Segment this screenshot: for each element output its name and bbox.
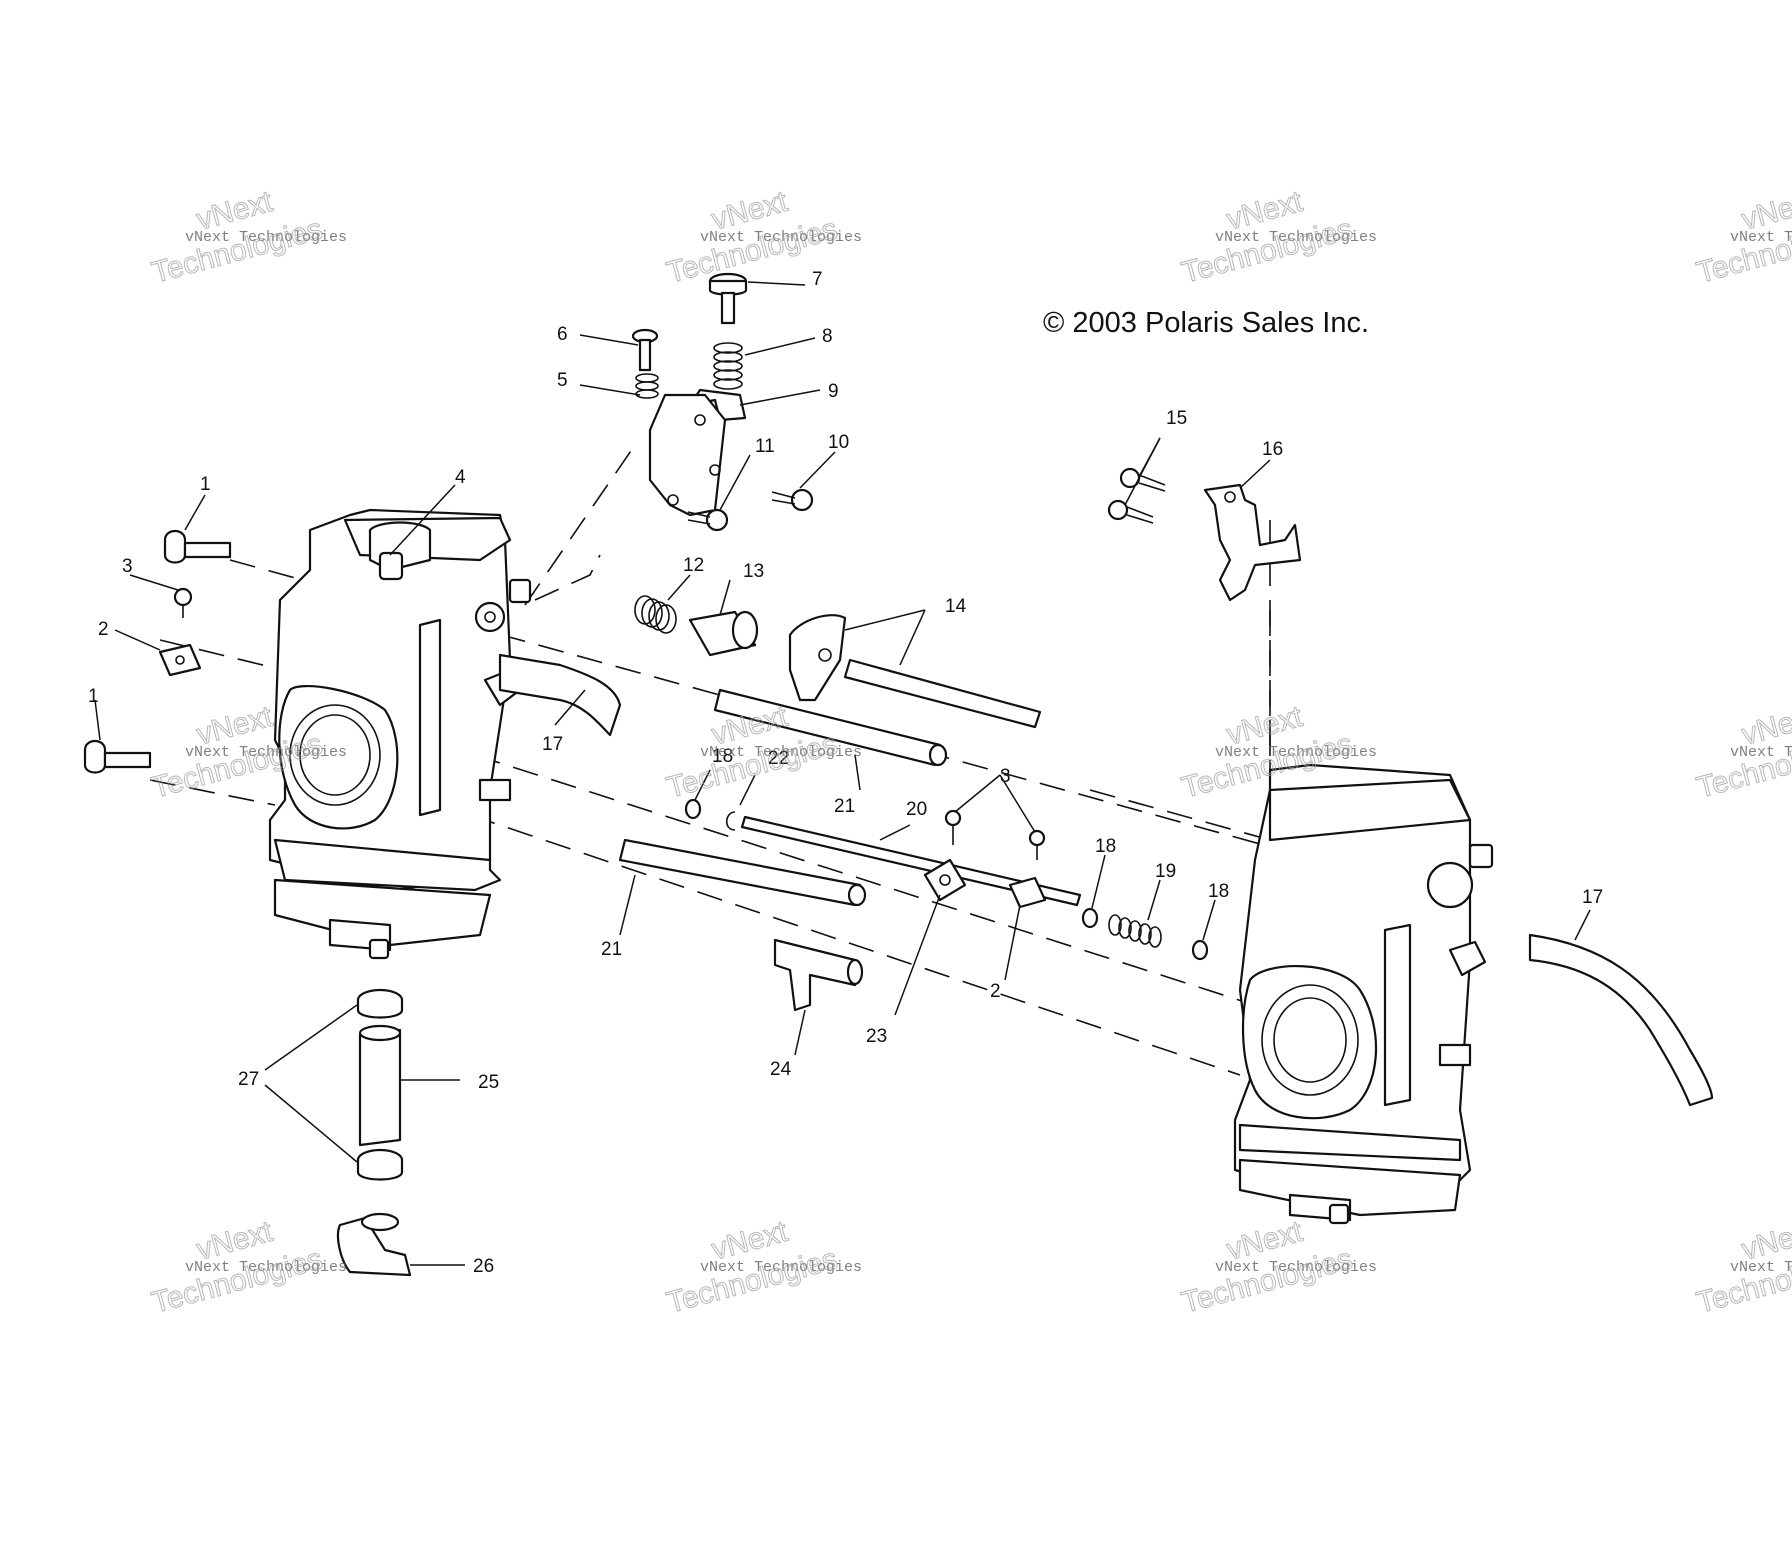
- callout-24: 24: [770, 1059, 792, 1080]
- clip-2-left: [158, 643, 202, 677]
- svg-text:vNext Technologies: vNext Technologies: [1215, 1259, 1377, 1276]
- shaft-20: [740, 815, 1082, 907]
- tee-fitting-24: [773, 938, 864, 1012]
- callout-2: 2: [990, 981, 1001, 1002]
- svg-text:vNext Technologies: vNext Technologies: [700, 229, 862, 246]
- watermark: vNext vNext Technologies Technologies: [1693, 184, 1792, 290]
- svg-text:vNext Technologies: vNext Technologies: [185, 1259, 347, 1276]
- watermark: vNext vNext Technologies Technologies: [1693, 699, 1792, 805]
- callout-10: 10: [828, 432, 849, 453]
- svg-text:vNext Technologies: vNext Technologies: [1215, 229, 1377, 246]
- callout-3: 3: [122, 556, 133, 577]
- tube-21-lower: [618, 838, 867, 907]
- svg-text:vNext Technologies: vNext Technologies: [1215, 744, 1377, 761]
- callout-3: 3: [1000, 766, 1011, 787]
- callout-15: 15: [1166, 408, 1187, 429]
- svg-text:vNext Technologies: vNext Technologies: [1730, 744, 1792, 761]
- callout-11: 11: [755, 436, 775, 457]
- spring-8: [713, 342, 743, 390]
- callout-18: 18: [1095, 836, 1116, 857]
- screws-15: [1107, 467, 1166, 524]
- callout-18: 18: [1208, 881, 1229, 902]
- callout-23: 23: [866, 1026, 887, 1047]
- svg-text:vNext Technologies: vNext Technologies: [700, 1259, 862, 1276]
- watermark: vNext vNext Technologies Technologies: [1178, 1214, 1377, 1320]
- carburetor-right: [1233, 763, 1494, 1225]
- callout-7: 7: [812, 269, 823, 290]
- callout-6: 6: [557, 324, 568, 345]
- callout-8: 8: [822, 326, 833, 347]
- tube-21-upper: [713, 688, 948, 767]
- hose-17-left: [498, 653, 622, 737]
- svg-text:vNext Technologies: vNext Technologies: [185, 744, 347, 761]
- clip-2-right: [1008, 876, 1047, 909]
- callout-19: 19: [1155, 861, 1176, 882]
- carburetor-left: [268, 508, 532, 960]
- callout-2: 2: [98, 619, 109, 640]
- svg-text:vNext Technologies: vNext Technologies: [1730, 229, 1792, 246]
- callout-14: 14: [945, 596, 967, 617]
- spring-19: [1108, 914, 1162, 948]
- callout-17: 17: [542, 734, 563, 755]
- callout-12: 12: [683, 555, 704, 576]
- washers-18: [684, 798, 1209, 961]
- callout-1: 1: [200, 474, 211, 495]
- bushing-13: [688, 610, 759, 657]
- leader-lines: [94, 281, 1591, 1266]
- watermark: vNext vNext Technologies Technologies: [663, 184, 862, 290]
- screws-3-right: [944, 809, 1046, 860]
- callout-labels: 1 3 2 1 4 5 6 7 8 9 10 11 12 13 14 15 16…: [88, 269, 1603, 1277]
- bolt-1-upper: [163, 529, 232, 564]
- callout-22: 22: [768, 748, 789, 769]
- throttle-bracket-assembly: [631, 272, 814, 532]
- callout-1: 1: [88, 686, 99, 707]
- callout-16: 16: [1262, 439, 1283, 460]
- bolt-1-lower: [83, 739, 152, 774]
- bracket-16: [1203, 483, 1302, 602]
- clamp-27-lower: [356, 1148, 404, 1181]
- watermark: vNext vNext Technologies Technologies: [1178, 184, 1377, 290]
- callout-27: 27: [238, 1069, 259, 1090]
- callout-9: 9: [828, 381, 839, 402]
- svg-text:vNext Technologies: vNext Technologies: [185, 229, 347, 246]
- callout-4: 4: [455, 467, 466, 488]
- clamp-27-upper: [356, 988, 404, 1019]
- screw-3-left: [173, 587, 193, 618]
- spring-12: [634, 595, 677, 634]
- throttle-lever-14: [788, 614, 1042, 729]
- callout-25: 25: [478, 1072, 499, 1093]
- callout-13: 13: [743, 561, 764, 582]
- callout-26: 26: [473, 1256, 494, 1277]
- callout-17: 17: [1582, 887, 1603, 908]
- svg-text:vNext Technologies: vNext Technologies: [700, 744, 862, 761]
- watermark: vNext vNext Technologies Technologies: [148, 1214, 347, 1320]
- callout-21: 21: [601, 939, 622, 960]
- hose-17-right: [1528, 933, 1714, 1107]
- watermark: vNext vNext Technologies Technologies: [1693, 1214, 1792, 1320]
- callout-21: 21: [834, 796, 855, 817]
- callout-5: 5: [557, 370, 568, 391]
- callout-20: 20: [906, 799, 927, 820]
- linkage-23: [923, 858, 967, 902]
- tee-fitting-26: [336, 1212, 412, 1277]
- svg-text:vNext Technologies: vNext Technologies: [1730, 1259, 1792, 1276]
- watermark: vNext vNext Technologies Technologies: [148, 184, 347, 290]
- callout-18: 18: [712, 746, 733, 767]
- copyright-text: © 2003 Polaris Sales Inc.: [1043, 307, 1369, 339]
- hose-25: [358, 1024, 402, 1147]
- watermark: vNext vNext Technologies Technologies: [663, 1214, 862, 1320]
- watermark: vNext vNext Technologies Technologies: [663, 699, 862, 805]
